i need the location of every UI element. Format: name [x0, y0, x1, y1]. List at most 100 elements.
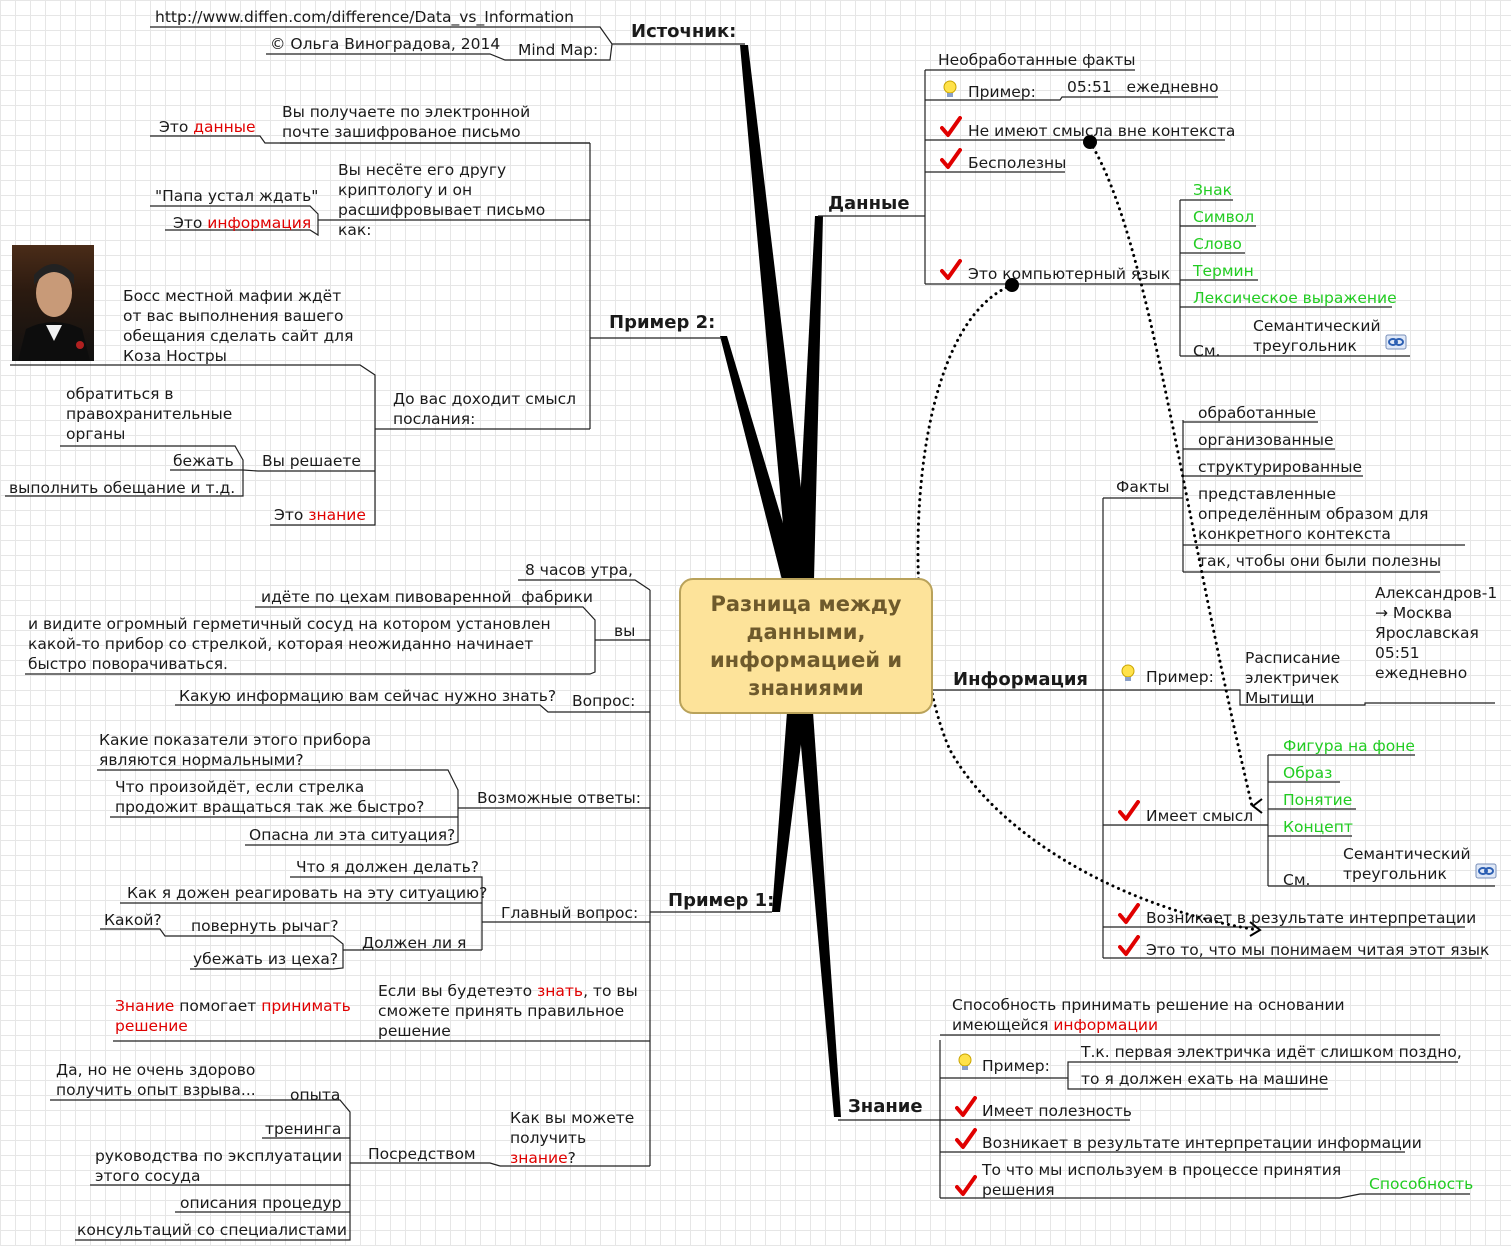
data-example-value[interactable]: 05:51 ежедневно: [1067, 78, 1219, 96]
example1-if-know[interactable]: Если вы будетеэто знать, то вы сможете п…: [378, 981, 643, 1041]
data-green-item[interactable]: Термин: [1193, 262, 1254, 280]
example2-this-is-info[interactable]: Это информация: [173, 213, 311, 233]
example1-answer[interactable]: Какие показатели этого прибора являются …: [99, 731, 372, 769]
example1-procedures[interactable]: описания процедур: [180, 1194, 342, 1212]
how-text: Как вы можете получить: [510, 1109, 635, 1147]
example1-answers-label[interactable]: Возможные ответы:: [477, 789, 642, 807]
example1-main-question-label[interactable]: Главный вопрос:: [501, 904, 639, 922]
data-semantic-triangle[interactable]: Семантический треугольник: [1253, 317, 1381, 355]
example2-run[interactable]: бежать: [173, 452, 234, 470]
example1-vessel[interactable]: и видите огромный герметичный сосуд на к…: [28, 615, 551, 673]
example2-police[interactable]: обратиться в правохранительные органы: [66, 385, 233, 443]
example1-question[interactable]: Какую информацию вам сейчас нужно знать?: [179, 687, 557, 705]
info-green-item[interactable]: Фигура на фоне: [1283, 737, 1415, 755]
central-topic[interactable]: Разница между данными, информацией и зна…: [679, 578, 933, 714]
example2-boss[interactable]: Босс местной мафии ждёт от вас выполнени…: [123, 287, 354, 365]
data-useless[interactable]: Бесполезны: [968, 154, 1067, 172]
example1-manuals[interactable]: руководства по эксплуатации этого сосуда: [95, 1147, 343, 1185]
data-example-label[interactable]: Пример:: [968, 83, 1036, 101]
example2-papa[interactable]: "Папа устал ждать": [155, 187, 319, 205]
example2-friend[interactable]: Вы несёте его другу криптологу и он расш…: [338, 161, 546, 239]
info-fact-item[interactable]: структурированные: [1198, 458, 1363, 476]
knowledge-arises[interactable]: Возникает в результате интерпретации инф…: [982, 1134, 1422, 1152]
source-url[interactable]: http://www.diffen.com/difference/Data_vs…: [155, 8, 574, 26]
example1-topic[interactable]: Пример 1:: [668, 890, 775, 911]
example1-training[interactable]: тренинга: [265, 1120, 342, 1138]
data-no-meaning[interactable]: Не имеют смысла вне контекста: [968, 122, 1236, 140]
knowledge-ability-highlight: информации: [1053, 1016, 1159, 1034]
information-topic[interactable]: Информация: [953, 669, 1088, 690]
knowledge-ability-green[interactable]: Способность: [1369, 1175, 1474, 1193]
info-fact-item[interactable]: обработанные: [1198, 404, 1316, 422]
helps-word: Знание: [115, 997, 175, 1015]
prefix: Это: [159, 118, 194, 136]
example1-yes-but[interactable]: Да, но не очень здорово получить опыт вз…: [56, 1061, 256, 1099]
info-green-item[interactable]: Концепт: [1283, 818, 1353, 836]
data-green-item[interactable]: Символ: [1193, 208, 1255, 226]
example1-main-question[interactable]: Что я должен делать?: [296, 858, 480, 876]
knowledge-ability[interactable]: Способность принимать решение на основан…: [952, 995, 1437, 1035]
example1-how-question[interactable]: Как вы можете получить знание?: [510, 1108, 640, 1168]
info-arises[interactable]: Возникает в результате интерпретации: [1146, 909, 1477, 927]
red-checkmark-icon: [955, 1128, 977, 1154]
data-computer-language[interactable]: Это компьютерный язык: [968, 265, 1171, 283]
example2-email[interactable]: Вы получаете по электронной почте зашифр…: [282, 103, 531, 141]
data-green-item[interactable]: Лексическое выражение: [1193, 289, 1397, 307]
info-understand[interactable]: Это то, что мы понимаем читая этот язык: [1146, 941, 1490, 959]
knowledge-useful[interactable]: Имеет полезность: [982, 1102, 1132, 1120]
example1-answer[interactable]: Что произойдёт, если стрелка продожит вр…: [115, 778, 425, 816]
info-semantic-triangle[interactable]: Семантический треугольник: [1343, 845, 1471, 883]
red-checkmark-icon: [1118, 903, 1140, 929]
info-green-item[interactable]: Образ: [1283, 764, 1333, 782]
example1-answer[interactable]: Опасна ли эта ситуация?: [249, 826, 456, 844]
godfather-portrait-image: [12, 245, 94, 361]
example2-this-is-data[interactable]: Это данные: [159, 117, 256, 137]
knowledge-example-line2[interactable]: то я должен ехать на машине: [1081, 1070, 1329, 1088]
info-see-label: См.: [1283, 871, 1311, 889]
link-icon[interactable]: [1475, 863, 1497, 883]
example2-fulfill[interactable]: выполнить обещание и т.д.: [9, 479, 236, 497]
example1-walk[interactable]: идёте по цехам пивоваренной фабрики: [261, 588, 593, 606]
red-checkmark-icon: [940, 259, 962, 285]
info-has-meaning[interactable]: Имеет смысл: [1146, 807, 1254, 825]
example2-topic[interactable]: Пример 2:: [609, 312, 716, 333]
example1-flee[interactable]: убежать из цеха?: [193, 950, 339, 968]
info-fact-item[interactable]: так, чтобы они были полезны: [1198, 552, 1442, 570]
example2-meaning[interactable]: До вас доходит смысл послания:: [393, 390, 577, 428]
knowledge-example-label[interactable]: Пример:: [982, 1057, 1050, 1075]
data-green-item[interactable]: Знак: [1193, 181, 1232, 199]
example1-which[interactable]: Какой?: [104, 911, 162, 929]
example1-question-label[interactable]: Вопрос:: [572, 692, 636, 710]
link-icon[interactable]: [1385, 334, 1407, 354]
example1-eight[interactable]: 8 часов утра,: [525, 561, 633, 579]
source-label[interactable]: Источник:: [631, 21, 737, 42]
example1-main-question[interactable]: Как я дожен реагировать на эту ситуацию?: [127, 884, 488, 902]
knowledge-topic[interactable]: Знание: [848, 1096, 923, 1117]
data-topic[interactable]: Данные: [828, 193, 910, 214]
example1-knowledge-helps[interactable]: Знание помогает принимать решение: [115, 996, 355, 1036]
example1-you[interactable]: вы: [614, 622, 636, 640]
info-schedule-detail[interactable]: Александров-1 → Москва Ярославская 05:51…: [1375, 584, 1498, 682]
example1-experience[interactable]: опыта: [290, 1086, 341, 1104]
example1-must[interactable]: Должен ли я: [362, 934, 467, 952]
info-green-item[interactable]: Понятие: [1283, 791, 1353, 809]
example1-lever[interactable]: повернуть рычаг?: [191, 917, 339, 935]
info-fact-item[interactable]: представленные определённым образом для …: [1198, 485, 1429, 543]
info-example-label[interactable]: Пример:: [1146, 668, 1214, 686]
data-green-item[interactable]: Слово: [1193, 235, 1242, 253]
helps-mid: помогает: [174, 997, 262, 1015]
info-facts[interactable]: Факты: [1116, 478, 1170, 496]
example2-this-is-knowledge[interactable]: Это знание: [274, 505, 366, 525]
info-schedule[interactable]: Расписание электричек Мытищи: [1245, 649, 1341, 707]
prefix: Это: [173, 214, 208, 232]
central-topic-label: Разница между данными, информацией и зна…: [709, 592, 903, 700]
how-mark: ?: [567, 1149, 576, 1167]
knowledge-example-line1[interactable]: Т.к. первая электричка идёт слишком позд…: [1081, 1043, 1462, 1061]
example2-decide[interactable]: Вы решаете: [262, 452, 361, 470]
data-raw-facts[interactable]: Необработанные факты: [938, 51, 1136, 69]
example1-consult[interactable]: консультаций со специалистами: [77, 1221, 347, 1239]
info-fact-item[interactable]: организованные: [1198, 431, 1334, 449]
example1-via[interactable]: Посредством: [368, 1145, 476, 1163]
knowledge-decision[interactable]: То что мы используем в процессе принятия…: [982, 1161, 1342, 1199]
